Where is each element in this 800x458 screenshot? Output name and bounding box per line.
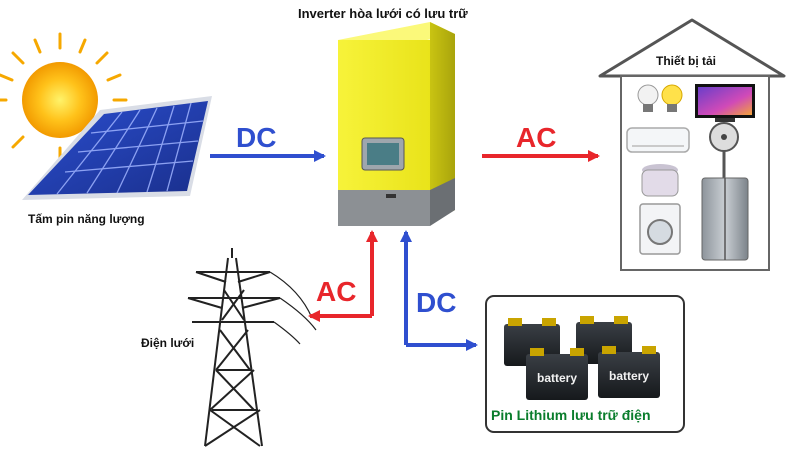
- inverter-icon: [338, 22, 455, 226]
- load-label: Thiết bị tải: [656, 54, 716, 68]
- grid-label: Điện lưới: [141, 336, 195, 350]
- solar-panel-label: Tấm pin năng lượng: [28, 212, 145, 226]
- yellow-bulb-icon: [661, 84, 683, 112]
- ac-label-load: AC: [516, 122, 557, 153]
- dc-label-solar: DC: [236, 122, 277, 153]
- battery-pack-icon: [504, 316, 660, 400]
- refrigerator-icon: [701, 177, 749, 261]
- solar-panel-icon: [22, 96, 212, 200]
- ac-label-grid: AC: [316, 276, 357, 307]
- dc-label-battery: DC: [416, 287, 457, 318]
- washing-machine-icon: [639, 203, 681, 255]
- sun-icon: [0, 32, 128, 164]
- tv-icon: [695, 84, 755, 122]
- dc-arrow-battery: [400, 230, 478, 351]
- battery-label: Pin Lithium lưu trữ điện: [491, 407, 651, 423]
- battery-text: battery: [609, 369, 649, 383]
- power-tower-icon: [187, 248, 317, 447]
- battery-text: battery: [537, 371, 577, 385]
- air-conditioner-icon: [626, 127, 690, 153]
- inverter-title: Inverter hòa lưới có lưu trữ: [298, 6, 468, 21]
- rice-cooker-icon: [641, 164, 679, 197]
- light-bulb-icon: [637, 84, 659, 112]
- ac-arrow-grid: [308, 230, 378, 322]
